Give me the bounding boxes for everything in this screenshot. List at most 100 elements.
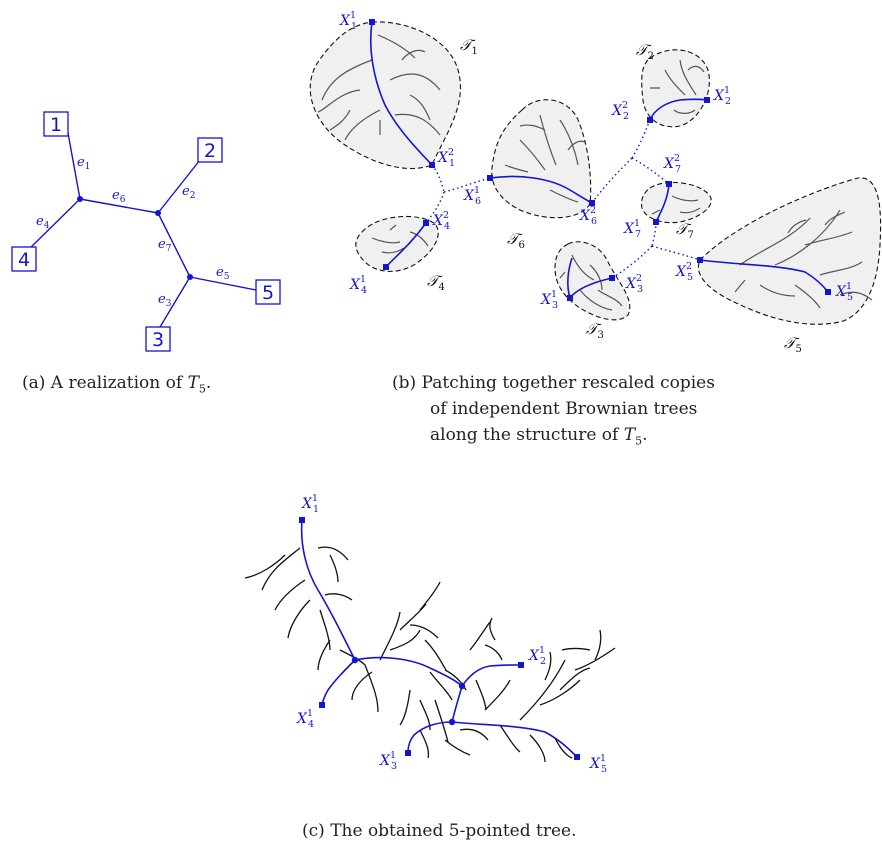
- point-x3-2: [609, 275, 615, 281]
- panel-a-tree: 1 2 3 4 5 e1 e2 e3 e4 e5 e6 e7: [11, 111, 281, 352]
- edge-label-e7: e7: [158, 237, 172, 254]
- c-spine-x3: [407, 721, 453, 753]
- c-spine-x4: [321, 659, 356, 706]
- edge-label-e5: e5: [216, 265, 230, 282]
- point-x5-2: [697, 257, 703, 263]
- point-x6-1: [487, 175, 493, 181]
- internal-node: [187, 274, 193, 280]
- c-point-x2: [518, 662, 524, 668]
- c-point-x4: [319, 702, 325, 708]
- t2-spine: [649, 98, 708, 121]
- internal-node: [155, 210, 161, 216]
- label-tree-t7: 𝒯7: [676, 220, 694, 241]
- point-x5-1: [825, 289, 831, 295]
- leaf-5-label: 5: [262, 282, 274, 304]
- c-spine-down: [451, 685, 463, 723]
- c-spine-x2: [461, 664, 521, 687]
- edge-label-e1: e1: [77, 155, 90, 172]
- edge-label-e6: e6: [112, 188, 126, 205]
- c-node: [458, 682, 466, 690]
- leaf-3-label: 3: [152, 329, 164, 351]
- c-node: [351, 656, 359, 664]
- connector-t1-t6-t4: [425, 164, 491, 224]
- c-point-x1: [299, 517, 305, 523]
- leaf-5-box: 5: [255, 279, 281, 305]
- label-tree-t2: 𝒯2: [636, 41, 654, 62]
- caption-c: (c) The obtained 5-pointed tree.: [302, 821, 577, 841]
- edge-e2: [157, 159, 201, 214]
- point-x4-2: [423, 220, 429, 226]
- c-point-x5: [574, 754, 580, 760]
- t6-spine: [489, 175, 593, 204]
- tree-t2: [641, 49, 710, 128]
- leaf-4-box: 4: [11, 246, 37, 272]
- edge-e1: [67, 132, 81, 200]
- tree-t7: [640, 181, 712, 224]
- caption-a: (a) A realization of T5.: [22, 373, 212, 396]
- caption-b-line2: of independent Brownian trees: [430, 399, 698, 419]
- c-spine-x5: [451, 721, 578, 758]
- edge-label-e2: e2: [182, 184, 195, 201]
- tree-t1: [309, 21, 461, 169]
- point-x2-2: [647, 117, 653, 123]
- internal-node: [77, 196, 83, 202]
- label-tree-t6: 𝒯6: [507, 230, 525, 251]
- point-x7-2: [666, 181, 672, 187]
- edge-e5: [189, 276, 257, 291]
- leaf-2-label: 2: [204, 140, 216, 162]
- leaf-4-label: 4: [18, 249, 30, 271]
- c-spine-x1: [300, 519, 356, 661]
- edge-label-e3: e3: [158, 292, 172, 309]
- label-tree-t5: 𝒯5: [784, 334, 802, 355]
- t5-spine: [699, 259, 829, 293]
- tree-t5: [697, 177, 882, 325]
- leaf-3-box: 3: [145, 326, 171, 352]
- leaf-2-box: 2: [197, 137, 223, 163]
- tree-t6: [489, 99, 593, 219]
- leaf-1-box: 1: [43, 111, 69, 137]
- edge-e3: [159, 276, 191, 328]
- c-spine-mid: [354, 656, 463, 687]
- point-x4-1: [383, 264, 389, 270]
- leaf-1-label: 1: [50, 114, 62, 136]
- point-x1-1: [369, 19, 375, 25]
- label-tree-t3: 𝒯3: [586, 320, 604, 341]
- t7-spine: [655, 183, 670, 223]
- c-node: [448, 718, 456, 726]
- label-tree-t1: 𝒯1: [460, 36, 478, 57]
- edge-label-e4: e4: [36, 214, 50, 231]
- edge-e6: [79, 198, 159, 214]
- caption-b-line1: (b) Patching together rescaled copies: [392, 373, 715, 393]
- edge-e4: [27, 198, 81, 251]
- point-x2-1: [704, 97, 710, 103]
- point-x3-1: [567, 295, 573, 301]
- tree-t3: [554, 241, 631, 321]
- point-x6-2: [589, 200, 595, 206]
- connector-t7-t5-t3: [611, 221, 701, 279]
- caption-b-line3: along the structure of T5.: [430, 425, 648, 448]
- point-x7-1: [653, 219, 659, 225]
- c-point-x3: [405, 750, 411, 756]
- label-tree-t4: 𝒯4: [427, 272, 445, 293]
- point-x1-2: [429, 162, 435, 168]
